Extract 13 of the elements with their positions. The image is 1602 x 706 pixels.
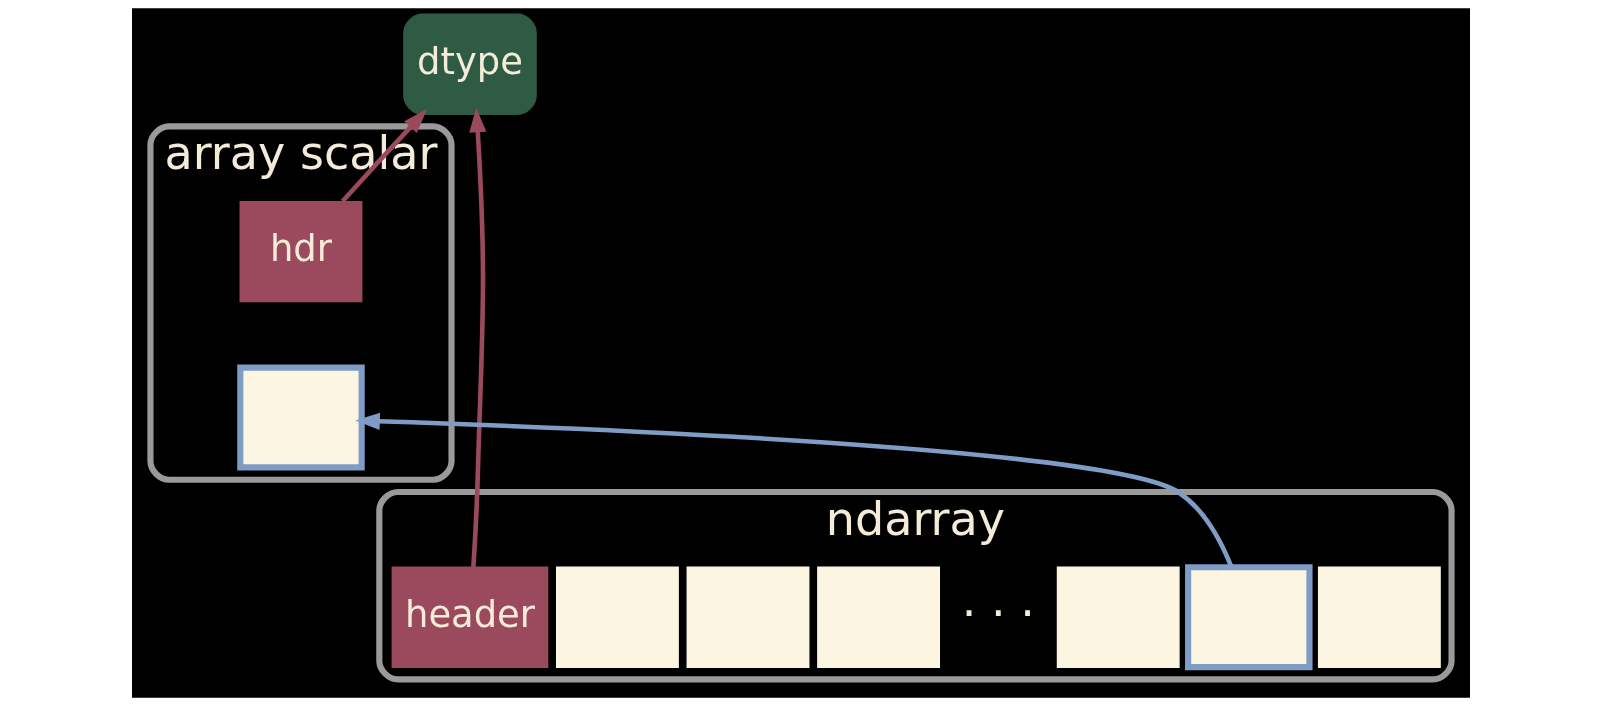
arrow bbox=[469, 107, 487, 568]
node-box bbox=[1185, 564, 1313, 671]
node-box: header bbox=[391, 566, 549, 668]
node-box bbox=[556, 566, 679, 668]
node-box bbox=[686, 566, 810, 668]
node-box: hdr bbox=[239, 200, 363, 303]
arrow bbox=[355, 412, 1234, 568]
node-box: dtype bbox=[403, 13, 537, 115]
node-box bbox=[1317, 566, 1441, 668]
node-box bbox=[1056, 566, 1180, 668]
label: · · · bbox=[961, 585, 1036, 640]
node-box bbox=[237, 364, 365, 471]
node-box bbox=[817, 566, 940, 668]
